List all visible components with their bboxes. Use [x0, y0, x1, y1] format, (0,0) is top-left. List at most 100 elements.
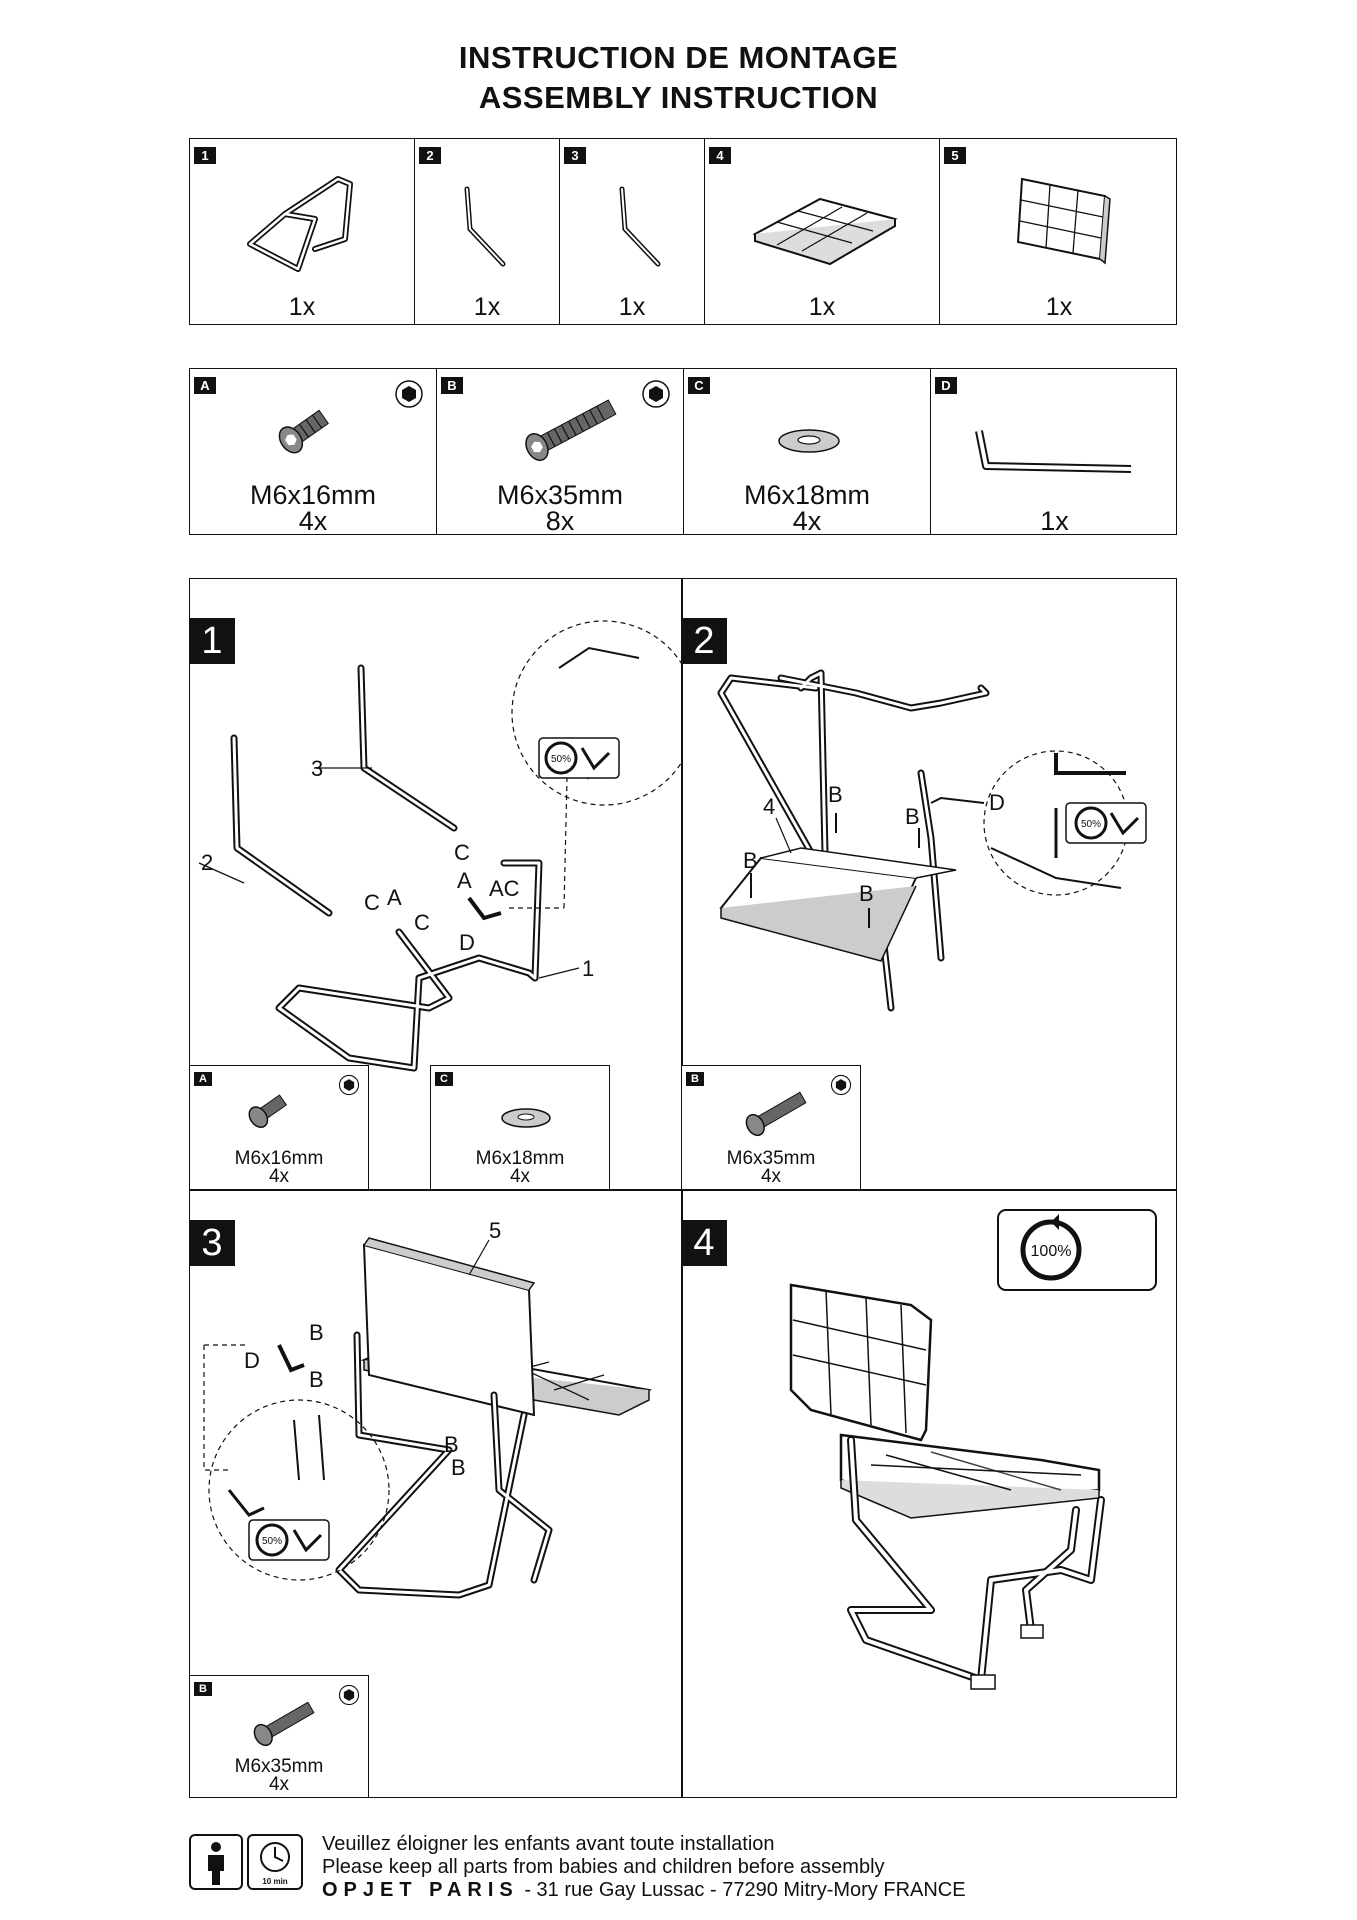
- hardware-size: M6x16mm: [234, 1148, 324, 1169]
- long-bolt-illustration: [745, 1091, 807, 1137]
- seat-cushion-illustration: [752, 197, 898, 266]
- step-number: 2: [681, 618, 727, 664]
- step4-illustration: 100%: [789, 1209, 1157, 1690]
- hardware-inset-a: A M6x16mm 4x: [189, 1065, 369, 1190]
- part-badge: 5: [944, 147, 966, 164]
- part-badge: 2: [419, 147, 441, 164]
- part-qty: 1x: [473, 293, 501, 321]
- hardware-label-b: B: [444, 1432, 459, 1457]
- hardware-label-c: C: [414, 910, 430, 935]
- hardware-label-b: B: [905, 804, 920, 829]
- hardware-label-c: C: [454, 840, 470, 865]
- step3-illustration: 5 B B B B D 50%: [203, 1218, 653, 1599]
- hardware-cell-c: C M6x18mm 4x: [684, 369, 931, 536]
- hardware-label-b: B: [309, 1320, 324, 1345]
- clock-icon: [260, 1842, 290, 1872]
- part-label-5: 5: [489, 1218, 501, 1243]
- hardware-label-b: B: [828, 782, 843, 807]
- hardware-qty: 4x: [268, 1166, 290, 1187]
- hardware-size: M6x18mm: [743, 480, 871, 510]
- hardware-size: M6x18mm: [475, 1148, 565, 1169]
- hardware-label-b: B: [309, 1367, 324, 1392]
- hardware-badge: D: [935, 377, 957, 394]
- hardware-qty: 1x: [1040, 506, 1069, 536]
- hardware-size: M6x35mm: [496, 480, 624, 510]
- tool-label-d: D: [989, 790, 1005, 815]
- footer-address-line: OPJET PARIS - 31 rue Gay Lussac - 77290 …: [322, 1879, 966, 1902]
- title-english: ASSEMBLY INSTRUCTION: [478, 80, 879, 115]
- part-label-2: 2: [201, 850, 213, 875]
- hardware-badge: A: [194, 1072, 212, 1086]
- long-bolt-illustration: [253, 1701, 315, 1747]
- washer-illustration: [778, 429, 840, 453]
- step-number: 1: [189, 618, 235, 664]
- step1-illustration: 2 3 1 C A C C A AC D 50%: [198, 620, 681, 1072]
- part-badge: 1: [194, 147, 216, 164]
- hardware-badge: B: [441, 377, 463, 394]
- hardware-inset-b: B M6x35mm 4x: [189, 1675, 369, 1798]
- hardware-inset-c: C M6x18mm 4x: [430, 1065, 610, 1190]
- hardware-list: A M6x16mm 4x B: [189, 368, 1177, 535]
- part-cell-3: 3 1x: [560, 139, 705, 324]
- footer-line-en: Please keep all parts from babies and ch…: [322, 1856, 885, 1878]
- footer-icons: 10 min: [189, 1834, 303, 1890]
- part-cell-5: 5 1x: [940, 139, 1178, 324]
- part-cell-4: 4 1x: [705, 139, 940, 324]
- hardware-qty: 4x: [760, 1166, 782, 1187]
- left-leg-illustration: [464, 186, 506, 267]
- right-leg-illustration: [619, 186, 661, 267]
- hardware-badge: B: [686, 1072, 704, 1086]
- hex-key-icon: [395, 380, 423, 408]
- hardware-badge: A: [194, 377, 216, 394]
- footer-line-fr: Veuillez éloigner les enfants avant tout…: [322, 1833, 775, 1855]
- tool-label-d: D: [244, 1348, 260, 1373]
- short-bolt-illustration: [248, 1094, 288, 1129]
- tool-label-d: D: [459, 930, 475, 955]
- wrench-percent: 50%: [551, 754, 571, 765]
- hardware-badge: C: [435, 1072, 453, 1086]
- step-number: 4: [681, 1220, 727, 1266]
- hardware-size: M6x35mm: [726, 1148, 816, 1169]
- hardware-qty: 4x: [509, 1166, 531, 1187]
- part-qty: 1x: [1045, 293, 1073, 321]
- step2-illustration: 4 B B B B D 50%: [717, 669, 1147, 1012]
- part-label-4: 4: [763, 794, 775, 819]
- wrench-percent: 50%: [1081, 819, 1101, 830]
- hardware-label-a: A: [387, 885, 402, 910]
- hardware-qty: 4x: [792, 506, 822, 536]
- hex-key-icon: [338, 1074, 360, 1096]
- hardware-cell-b: B M6x35mm 8x: [437, 369, 684, 535]
- footer-address: - 31 rue Gay Lussac - 77290 Mitry-Mory F…: [524, 1879, 966, 1901]
- brand-name: OPJET PARIS: [322, 1879, 519, 1901]
- part-label-1: 1: [582, 956, 594, 981]
- hardware-label-ac: AC: [489, 876, 520, 901]
- hex-key-icon: [642, 380, 670, 408]
- backrest-illustration: [1016, 177, 1111, 265]
- hardware-qty: 4x: [268, 1774, 290, 1795]
- hardware-badge: C: [688, 377, 710, 394]
- title-french: INSTRUCTION DE MONTAGE: [458, 40, 899, 75]
- part-cell-2: 2 1x: [415, 139, 560, 324]
- parts-list: 1 1x 2 1x 3 1x 4: [189, 138, 1177, 325]
- hardware-size: M6x35mm: [234, 1756, 324, 1777]
- part-badge: 3: [564, 147, 586, 164]
- part-badge: 4: [709, 147, 731, 164]
- part-cell-1: 1 1x: [190, 139, 415, 324]
- allen-key-illustration: [975, 430, 1132, 473]
- wrench-percent: 50%: [262, 1536, 282, 1547]
- hardware-label-a: A: [457, 868, 472, 893]
- time-label: 10 min: [262, 1877, 287, 1886]
- hardware-qty: 4x: [298, 506, 328, 536]
- frame-base-illustration: [247, 176, 353, 272]
- hardware-cell-a: A M6x16mm 4x: [190, 369, 437, 536]
- hardware-badge: B: [194, 1682, 212, 1696]
- part-label-3: 3: [311, 756, 323, 781]
- hex-key-icon: [338, 1684, 360, 1706]
- hardware-inset-b: B M6x35mm 4x: [681, 1065, 861, 1190]
- washer-illustration: [501, 1108, 551, 1128]
- tighten-percent: 100%: [1031, 1243, 1072, 1260]
- hardware-size: M6x16mm: [249, 480, 377, 510]
- hardware-label-b: B: [743, 848, 758, 873]
- step-number: 3: [189, 1220, 235, 1266]
- hardware-label-b: B: [451, 1455, 466, 1480]
